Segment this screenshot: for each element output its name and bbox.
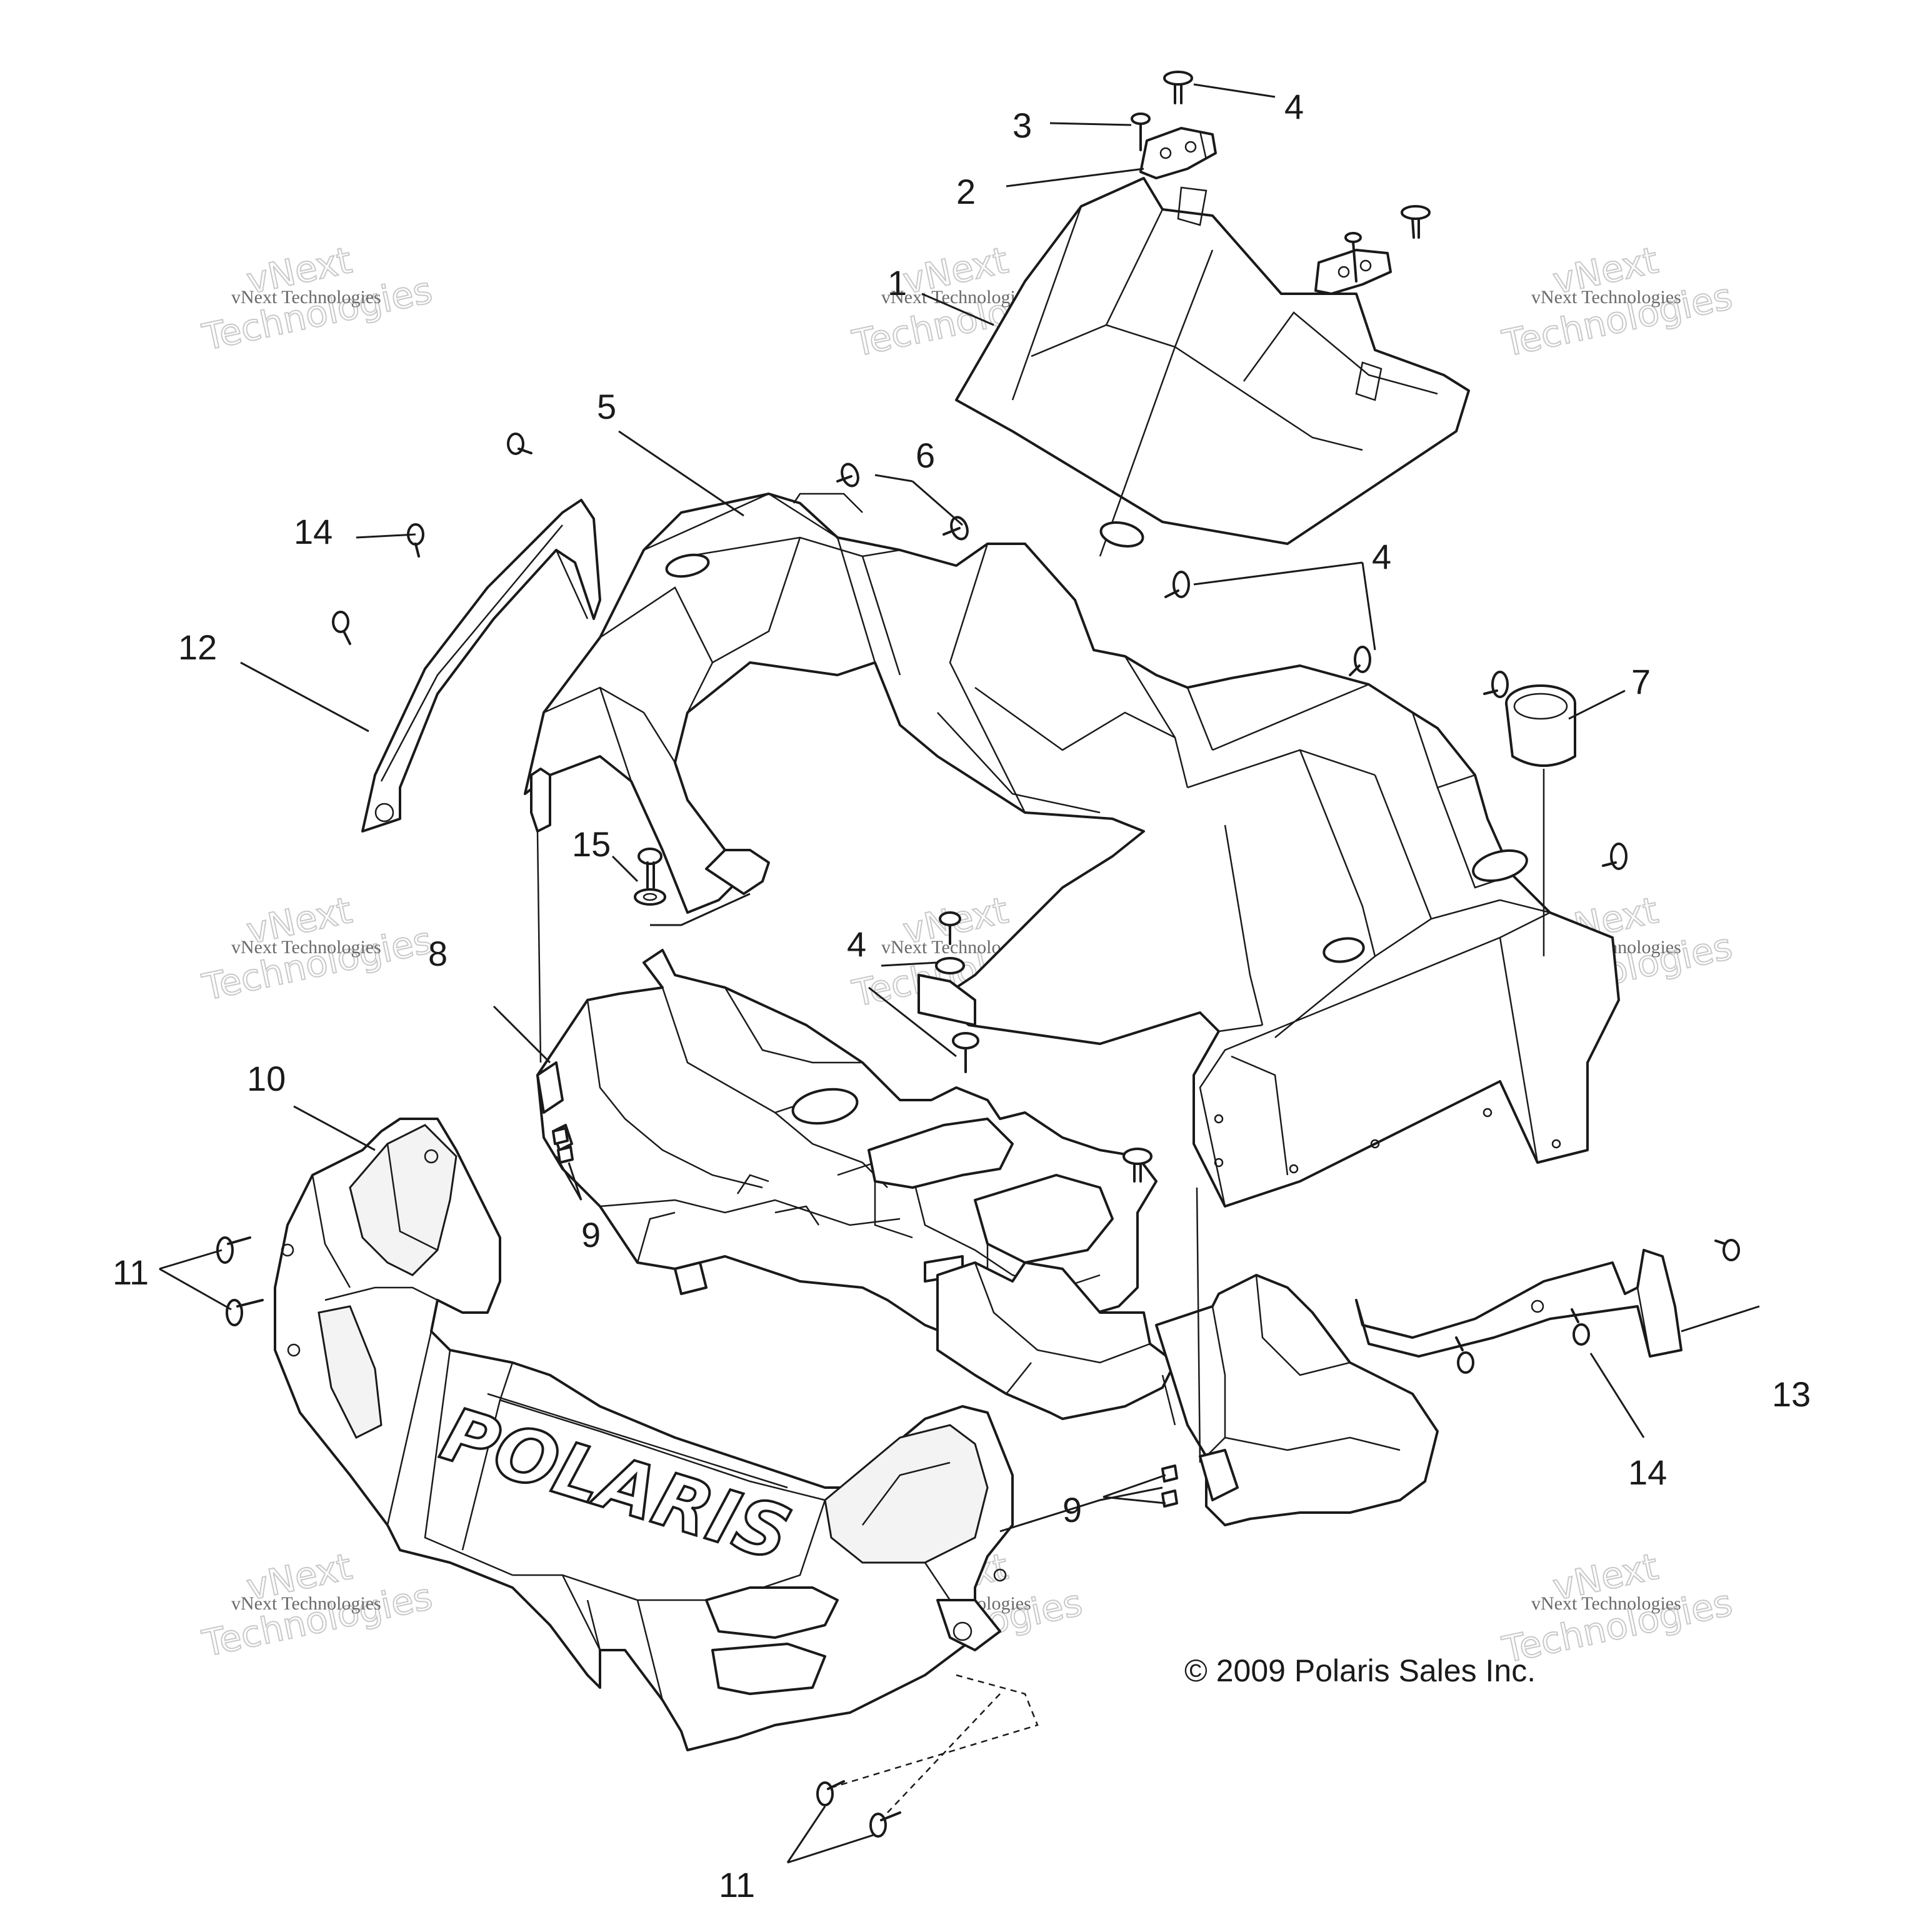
part-front-body: [524, 493, 1620, 1208]
callout-4-mid: 4: [1372, 537, 1391, 576]
clip-9-right: [1161, 1464, 1178, 1508]
svg-text:vNext Technologies: vNext Technologies: [881, 287, 1031, 308]
watermark-middle-left: Technologies vNext vNext Technologies: [198, 888, 437, 1009]
fastener-4-center: [935, 911, 979, 1073]
svg-text:vNext Technologies: vNext Technologies: [1531, 287, 1681, 308]
callout-14-left: 14: [294, 512, 332, 551]
fastener-14-left-b: [407, 523, 424, 558]
callout-4-center: 4: [847, 924, 866, 964]
fastener-14-left-c: [332, 611, 351, 645]
fastener-14-left-a: [507, 433, 532, 455]
fastener-4-mid-b: [1349, 646, 1371, 676]
callout-11-left: 11: [112, 1253, 149, 1292]
fastener-14-right-c: [1714, 1239, 1740, 1261]
fastener-11-left-b: [226, 1299, 264, 1326]
callout-14-right: 14: [1628, 1453, 1667, 1492]
fastener-4-mid-a: [1164, 571, 1190, 598]
watermark-bottom-left: Technologies vNext vNext Technologies: [198, 1544, 437, 1666]
leader-lines: [159, 83, 1760, 1864]
callout-4-top: 4: [1284, 87, 1304, 126]
part-floor-tray: [536, 949, 1158, 1358]
fastener-11-left-a: [216, 1236, 251, 1264]
clip-9-left: [552, 1127, 574, 1164]
callout-7: 7: [1631, 662, 1651, 701]
fastener-14-right-a: [1455, 1336, 1474, 1374]
fastener-14-right-b: [1571, 1308, 1590, 1346]
callout-3: 3: [1012, 106, 1032, 145]
callout-11-bottom: 11: [719, 1865, 755, 1904]
part-right-side-panel: [1155, 1274, 1439, 1526]
callout-8: 8: [428, 934, 448, 973]
screw-hinge-right-b: [1344, 232, 1362, 283]
svg-text:vNext Technologies: vNext Technologies: [231, 937, 381, 958]
watermark-top-right: Technologies vNext vNext Technologies: [1498, 238, 1737, 366]
svg-text:vNext Technologies: vNext Technologies: [231, 1593, 381, 1614]
copyright-notice: © 2009 Polaris Sales Inc.: [1184, 1653, 1536, 1688]
callout-2: 2: [956, 172, 976, 211]
screw-3: [1131, 113, 1151, 151]
part-front-fascia: POLARIS: [274, 1118, 1014, 1751]
fastener-11-bottom-a: [816, 1780, 845, 1806]
part-hinge-upper: [1139, 127, 1217, 179]
screw-hinge-right-a: [1401, 205, 1431, 239]
fastener-center-floor: [1122, 1148, 1152, 1183]
fastener-4-mid-c: [1483, 671, 1509, 698]
callout-5: 5: [597, 387, 616, 426]
part-hood: [955, 177, 1470, 557]
part-hinge-right: [1314, 249, 1392, 295]
part-cupholder: [1505, 684, 1576, 767]
fastener-6b: [942, 516, 969, 541]
callout-10: 10: [247, 1059, 286, 1098]
fastener-6a: [836, 463, 859, 488]
screw-4-top: [1163, 71, 1193, 104]
fastener-right-pin: [1602, 843, 1628, 870]
callout-12: 12: [178, 628, 217, 667]
callout-15: 15: [572, 824, 611, 864]
callout-9-right: 9: [1062, 1490, 1082, 1529]
assembly-lines: [536, 769, 1545, 1813]
part-trim-left: [361, 499, 601, 833]
svg-text:vNext Technologies: vNext Technologies: [1531, 1593, 1681, 1614]
svg-text:vNext Technologies: vNext Technologies: [231, 287, 381, 308]
fastener-11-bottom-b: [869, 1811, 901, 1838]
callout-13: 13: [1772, 1374, 1811, 1414]
callout-6: 6: [916, 436, 935, 475]
part-lower-floor-panel: [936, 1261, 1176, 1420]
part-trim-right: [1355, 1249, 1682, 1358]
callout-9-left: 9: [581, 1215, 601, 1254]
callout-1: 1: [888, 263, 907, 303]
fastener-15: [634, 848, 666, 906]
watermark-bottom-right: Technologies vNext vNext Technologies: [1498, 1544, 1737, 1672]
watermark-top-left: Technologies vNext vNext Technologies: [198, 238, 437, 359]
